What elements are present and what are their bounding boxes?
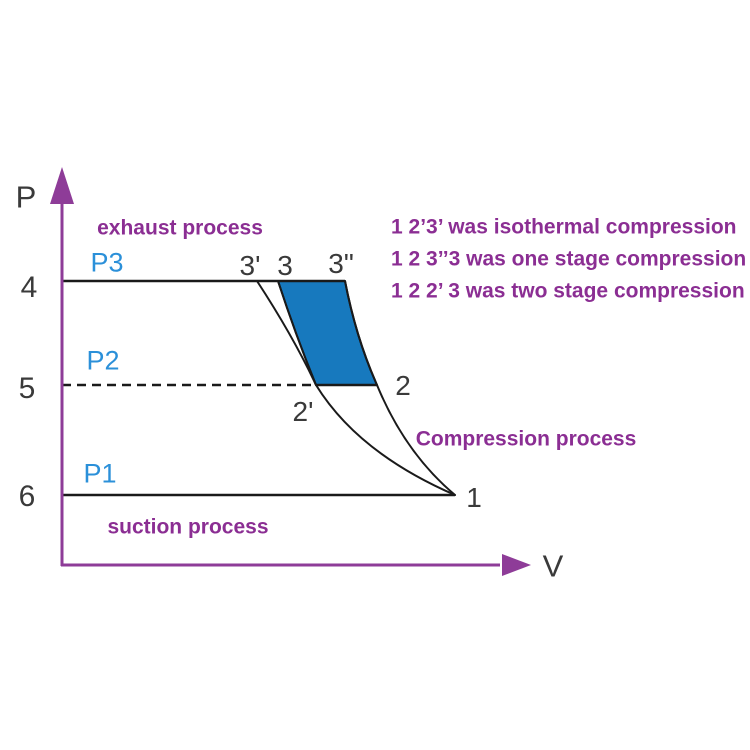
tick-4: 4 bbox=[20, 271, 38, 304]
v-axis-arrow-icon bbox=[502, 554, 531, 576]
point-label-1: 1 bbox=[466, 482, 482, 513]
v-axis-label: V bbox=[542, 548, 564, 584]
p-axis-label: P bbox=[15, 179, 37, 215]
point-label-3-prime: 3' bbox=[239, 250, 261, 281]
legend-one-stage: 1 2 3’’3 was one stage compression bbox=[391, 247, 747, 271]
tick-6: 6 bbox=[18, 480, 36, 513]
point-label-2: 2 bbox=[395, 370, 411, 401]
work-saved-region bbox=[277, 280, 378, 386]
tick-5: 5 bbox=[18, 372, 36, 405]
pressure-label-p3: P3 bbox=[90, 247, 124, 278]
exhaust-process-label: exhaust process bbox=[97, 216, 263, 240]
point-label-3-double-prime: 3" bbox=[328, 248, 354, 279]
compression-process-label: Compression process bbox=[415, 427, 637, 451]
legend-two-stage: 1 2 2’ 3 was two stage compression bbox=[391, 279, 745, 303]
isothermal-curve bbox=[256, 280, 456, 496]
two-stage-curve bbox=[277, 280, 317, 386]
p-axis-arrow-icon bbox=[50, 167, 74, 204]
pressure-label-p2: P2 bbox=[86, 345, 120, 376]
legend-isothermal: 1 2’3’ was isothermal compression bbox=[391, 215, 737, 239]
suction-process-label: suction process bbox=[107, 515, 269, 539]
point-label-2-prime: 2' bbox=[292, 396, 314, 427]
pressure-label-p1: P1 bbox=[83, 458, 117, 489]
one-stage-curve bbox=[344, 280, 456, 496]
point-label-3: 3 bbox=[277, 250, 293, 281]
